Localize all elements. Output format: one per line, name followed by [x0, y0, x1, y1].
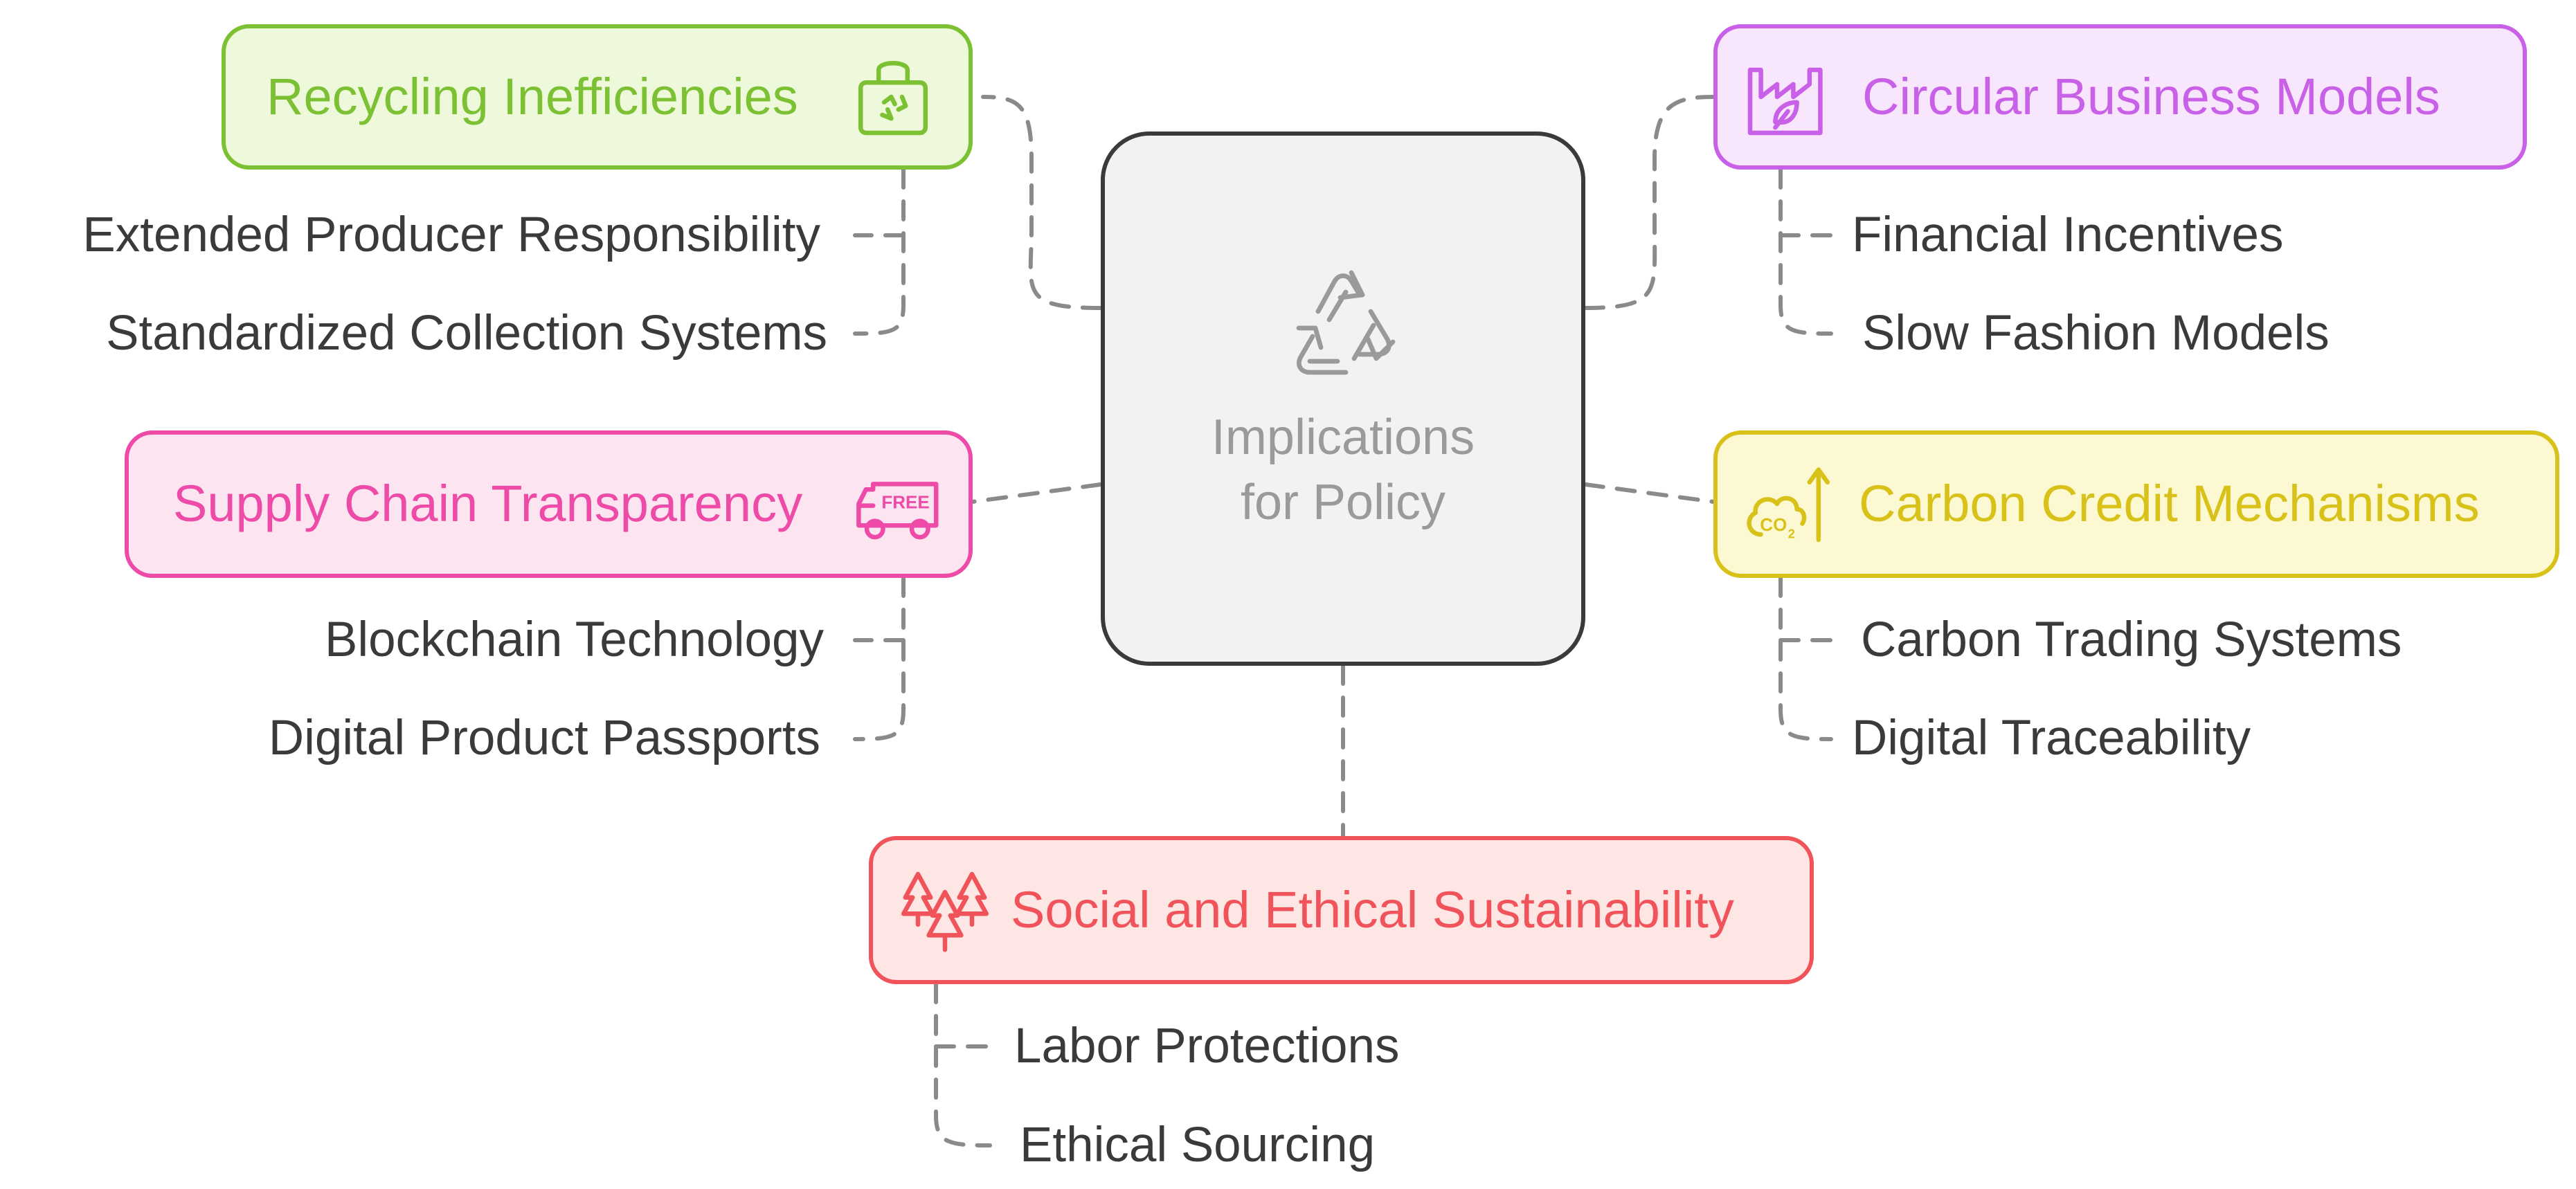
center-node-box [1101, 131, 1585, 666]
connector-center-supply [971, 482, 1103, 504]
node-social-label: Social and Ethical Sustainability [1011, 881, 1734, 938]
connector-recycling-children [853, 167, 906, 336]
node-circular-business-models [1713, 24, 2527, 170]
sub-ethical-sourcing: Ethical Sourcing [1020, 1118, 1376, 1172]
sub-financial-incentives: Financial Incentives [1852, 208, 2284, 262]
svg-text:FREE: FREE [881, 492, 929, 513]
connector-supply-children [853, 576, 906, 741]
svg-text:CO: CO [1760, 514, 1787, 535]
connector-center-circular [1583, 95, 1715, 310]
trees-icon [901, 871, 989, 952]
connector-center-recycling [981, 95, 1103, 310]
recycle-bag-icon [858, 61, 928, 136]
node-recycling-label: Recycling Inefficiencies [267, 68, 798, 125]
node-supply-label: Supply Chain Transparency [173, 475, 803, 532]
node-carbon-label: Carbon Credit Mechanisms [1859, 475, 2480, 532]
svg-text:2: 2 [1788, 527, 1795, 541]
sub-carbon-trading-systems: Carbon Trading Systems [1861, 612, 2402, 667]
connector-circular-children [1778, 167, 1833, 336]
connector-carbon-children [1778, 576, 1833, 741]
sub-slow-fashion-models: Slow Fashion Models [1862, 306, 2330, 361]
sub-standardized-collection-systems: Standardized Collection Systems [106, 306, 827, 361]
sub-labor-protections: Labor Protections [1014, 1019, 1400, 1073]
center-label-line2: for Policy [1240, 475, 1446, 530]
center-label: Implications for Policy [1101, 405, 1585, 535]
free-delivery-truck-icon: FREE [856, 482, 939, 540]
node-carbon-credit-mechanisms [1713, 430, 2559, 578]
co2-cloud-icon: CO 2 [1747, 467, 1830, 543]
connector-center-carbon [1583, 482, 1715, 504]
eco-factory-icon [1747, 67, 1823, 136]
sub-digital-traceability: Digital Traceability [1852, 711, 2251, 765]
node-circular-label: Circular Business Models [1862, 68, 2440, 125]
sub-extended-producer-responsibility: Extended Producer Responsibility [82, 208, 820, 262]
recycle-icon [1296, 270, 1396, 375]
sub-digital-product-passports: Digital Product Passports [268, 711, 820, 765]
node-social-ethical-sustainability [869, 836, 1814, 984]
sub-blockchain-technology: Blockchain Technology [325, 612, 824, 667]
center-label-line1: Implications [1211, 410, 1475, 465]
node-recycling-inefficiencies [222, 24, 973, 170]
connector-social-children [934, 982, 992, 1147]
node-supply-chain-transparency [125, 430, 973, 578]
